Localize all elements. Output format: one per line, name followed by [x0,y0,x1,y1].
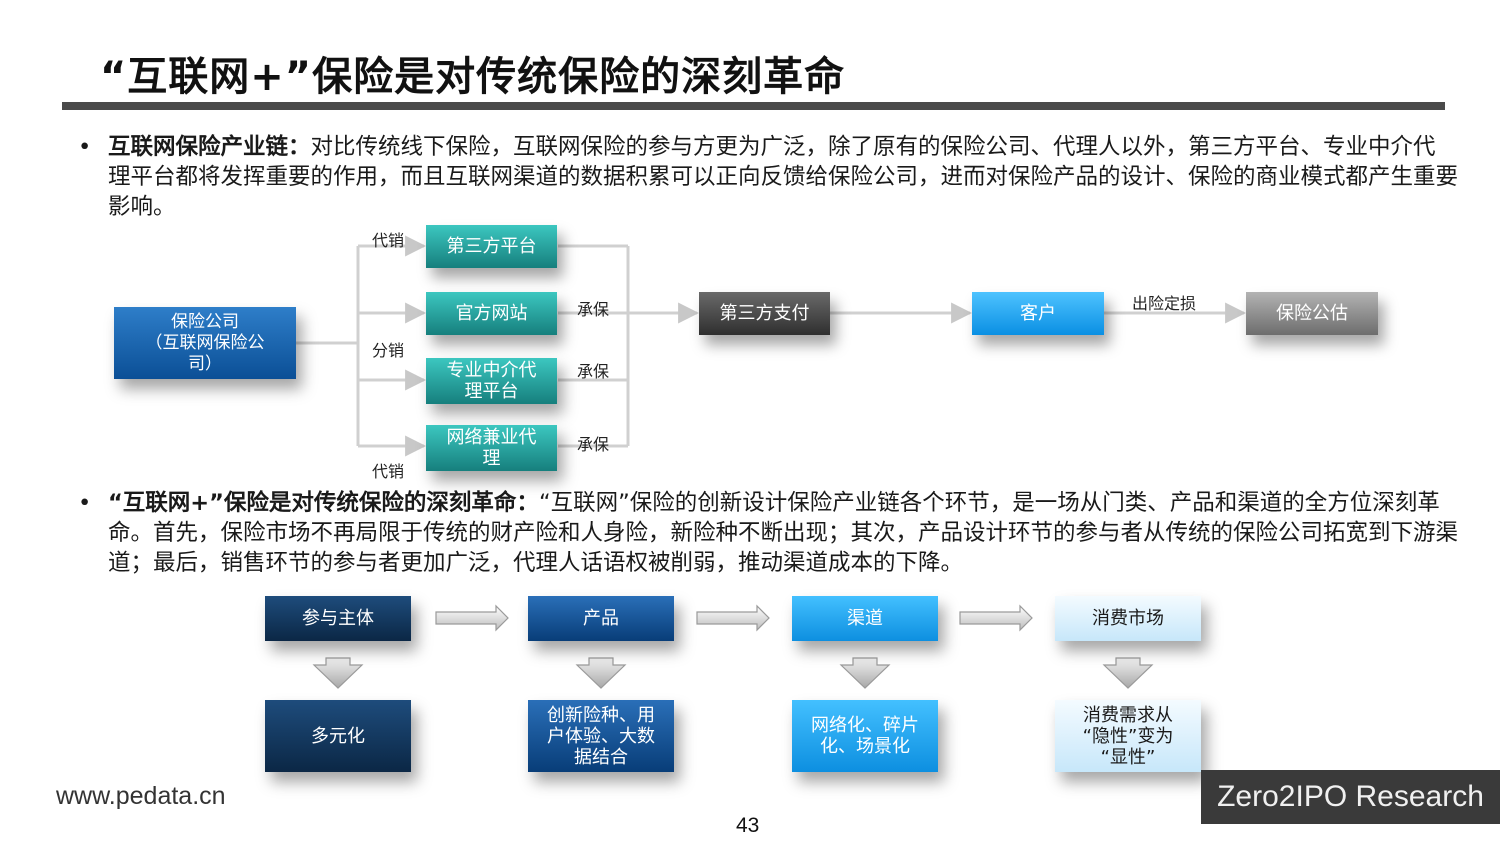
customer-box: 客户 [972,292,1104,335]
network-agent-box: 网络兼业代理 [426,425,557,471]
bullet-industry-chain: • 互联网保险产业链：对比传统线下保险，互联网保险的参与方更为广泛，除了原有的保… [78,132,1458,222]
diversification-box: 多元化 [265,700,411,772]
bullet-dot: • [78,134,92,160]
label-claim-assessment: 出险定损 [1132,294,1197,313]
bullet-dot: • [78,490,92,516]
consumer-market-box: 消费市场 [1055,596,1201,641]
insurance-assessor-box: 保险公估 [1246,292,1378,335]
product-box: 产品 [528,596,674,641]
channel-change-box: 网络化、碎片化、场景化 [792,700,938,772]
bullet-body: 对比传统线下保险，互联网保险的参与方更为广泛，除了原有的保险公司、代理人以外，第… [108,134,1459,220]
official-site-box: 官方网站 [426,292,557,335]
label-distribute: 分销 [372,341,405,360]
participants-box: 参与主体 [265,596,411,641]
title-rule [62,102,1445,110]
label-underwrite-3: 承保 [577,435,610,454]
label-underwrite-2: 承保 [577,362,610,381]
consumer-demand-box: 消费需求从“隐性”变为“显性” [1055,700,1201,772]
bullet-body: “互联网”保险的创新设计保险产业链各个环节，是一场从门类、产品和渠道的全方位深刻… [108,490,1459,576]
bullet-revolution: • “互联网+”保险是对传统保险的深刻革命：“互联网”保险的创新设计保险产业链各… [78,488,1458,578]
third-party-payment-box: 第三方支付 [699,292,830,335]
page-number: 43 [736,814,760,837]
bullet-heading: “互联网+”保险是对传统保险的深刻革命： [108,490,539,516]
intermediary-platform-box: 专业中介代理平台 [426,358,557,404]
label-underwrite-1: 承保 [577,300,610,319]
channel-box: 渠道 [792,596,938,641]
page-title: “互联网+”保险是对传统保险的深刻革命 [100,54,846,100]
label-consign-bottom: 代销 [372,462,405,481]
insurer-box: 保险公司（互联网保险公司） [114,307,296,379]
product-innovation-box: 创新险种、用户体验、大数据结合 [528,700,674,772]
brand-logo: Zero2IPO Research [1201,770,1500,824]
third-party-platform-box: 第三方平台 [426,225,557,268]
label-consign-top: 代销 [372,231,405,250]
bullet-heading: 互联网保险产业链： [108,134,311,160]
footer-url: www.pedata.cn [56,782,226,810]
